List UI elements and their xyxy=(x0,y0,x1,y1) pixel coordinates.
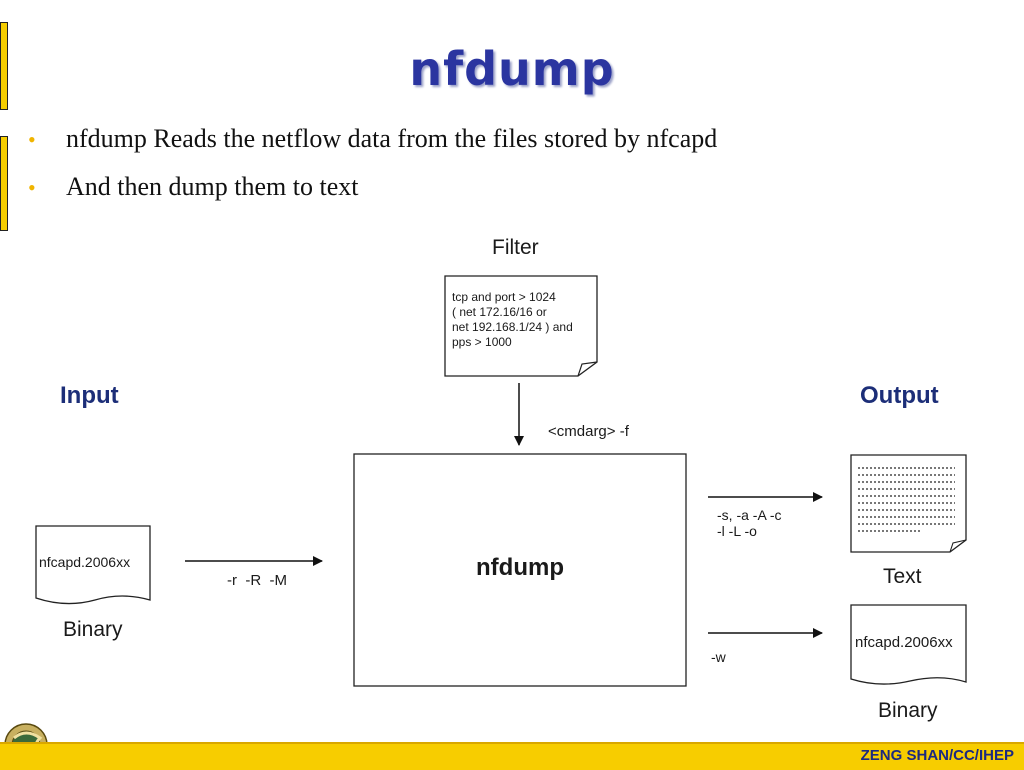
side-bar-top xyxy=(0,22,8,110)
filter-expression: tcp and port > 1024 ( net 172.16/16 or n… xyxy=(452,290,573,349)
filter-title: Filter xyxy=(492,236,539,259)
text-output-caption: Text xyxy=(883,565,922,588)
bullet-1: • nfdump Reads the netflow data from the … xyxy=(28,124,717,154)
filter-arg-label: <cmdarg> -f xyxy=(548,423,629,440)
input-args-label: -r -R -M xyxy=(227,572,287,589)
bullet-2-text: And then dump them to text xyxy=(66,172,359,201)
slide-title: nfdump xyxy=(409,42,615,96)
bullet-2: • And then dump them to text xyxy=(28,172,358,202)
filter-note-shape xyxy=(444,275,598,377)
output-file-name: nfcapd.2006xx xyxy=(855,634,953,651)
footer-bar: ZENG SHAN/CC/IHEP xyxy=(0,742,1024,770)
text-output-fold xyxy=(949,539,967,553)
text-args-label: -s, -a -A -c -l -L -o xyxy=(717,507,782,539)
output-binary-caption: Binary xyxy=(878,699,938,722)
filter-note-fold xyxy=(577,361,598,377)
text-output-lines xyxy=(858,467,955,532)
nfdump-box xyxy=(353,453,687,687)
binary-arg-label: -w xyxy=(711,649,726,665)
text-output-page xyxy=(850,454,967,553)
bullet-dot: • xyxy=(28,175,36,200)
input-file-name: nfcapd.2006xx xyxy=(39,554,131,570)
footer-author: ZENG SHAN/CC/IHEP xyxy=(860,747,1014,764)
input-file-shape xyxy=(35,525,151,605)
side-bar-bottom xyxy=(0,136,8,231)
output-heading: Output xyxy=(860,382,939,409)
output-file-shape xyxy=(850,604,967,685)
bullet-dot: • xyxy=(28,127,36,152)
input-caption: Binary xyxy=(63,618,123,641)
input-heading: Input xyxy=(60,382,119,409)
nfdump-box-label: nfdump xyxy=(476,554,564,581)
bullet-1-text: nfdump Reads the netflow data from the f… xyxy=(66,124,718,153)
